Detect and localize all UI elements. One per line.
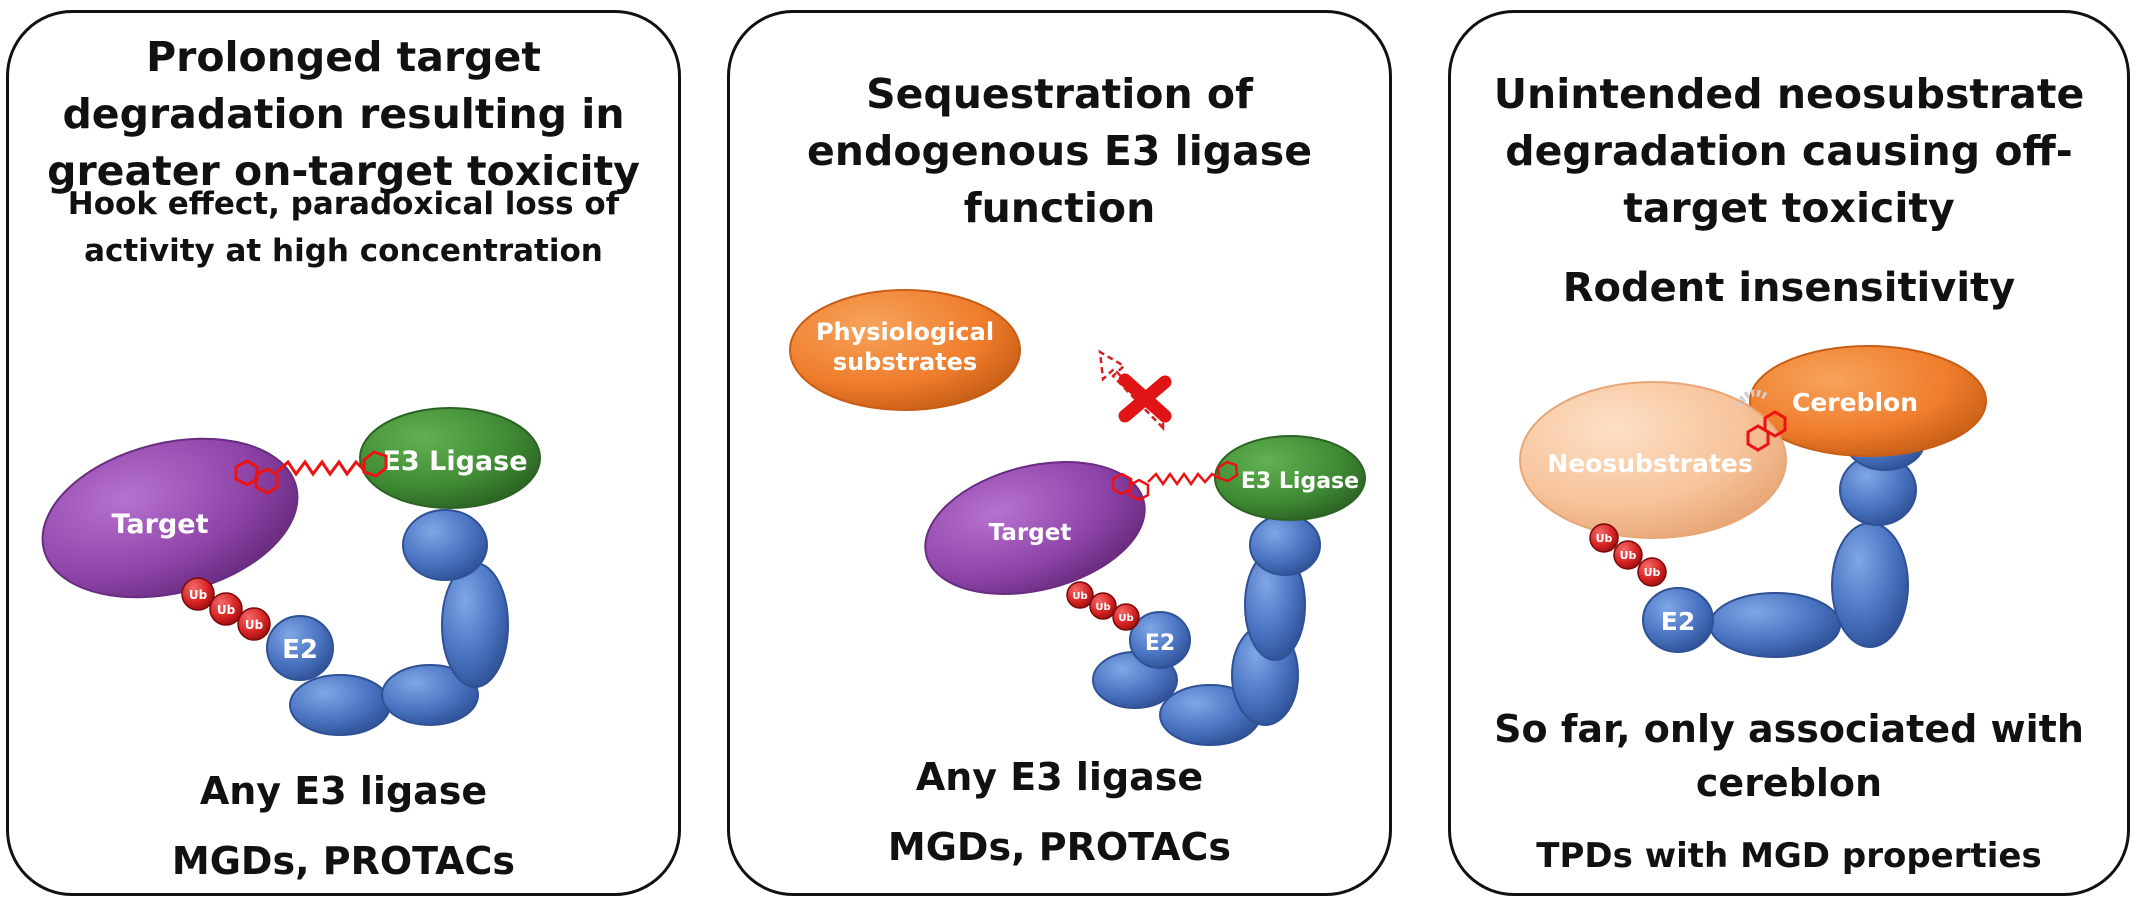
panel-title-line: degradation resulting in	[62, 90, 625, 138]
panel-title-line: Prolonged target	[146, 33, 541, 81]
panel-neosubstrate-degradation: Unintended neosubstrate degradation caus…	[1448, 10, 2130, 896]
panel-footer-line: So far, only associated with	[1494, 707, 2084, 751]
panel-footer-line: Any E3 ligase	[915, 755, 1204, 799]
panel-subtitle: Rodent insensitivity	[1562, 265, 2016, 311]
panel-title-line: target toxicity	[1623, 184, 1955, 232]
panel-footer-line: cereblon	[1695, 761, 1883, 805]
panel-on-target-toxicity: Prolonged target degradation resulting i…	[6, 10, 681, 896]
panel-footer-line: MGDs, PROTACs	[171, 839, 516, 883]
panel-e3-sequestration: Sequestration of endogenous E3 ligase fu…	[727, 10, 1392, 896]
panel-footer-line: TPDs with MGD properties	[1536, 836, 2042, 876]
panel-title-line: endogenous E3 ligase	[806, 127, 1313, 175]
panel-title-line: Sequestration of	[866, 70, 1253, 118]
panel-title-line: degradation causing off-	[1505, 127, 2073, 175]
panel-footer-line: MGDs, PROTACs	[887, 825, 1232, 869]
panel-title-line: Unintended neosubstrate	[1493, 70, 2085, 118]
panel-footer-line: Any E3 ligase	[199, 769, 488, 813]
panel-subtitle-line: Hook effect, paradoxical loss of	[67, 186, 620, 222]
panel-title-line: function	[963, 184, 1156, 232]
panel-subtitle-line: activity at high concentration	[84, 233, 603, 269]
panel-title-line: greater on-target toxicity	[47, 147, 640, 195]
